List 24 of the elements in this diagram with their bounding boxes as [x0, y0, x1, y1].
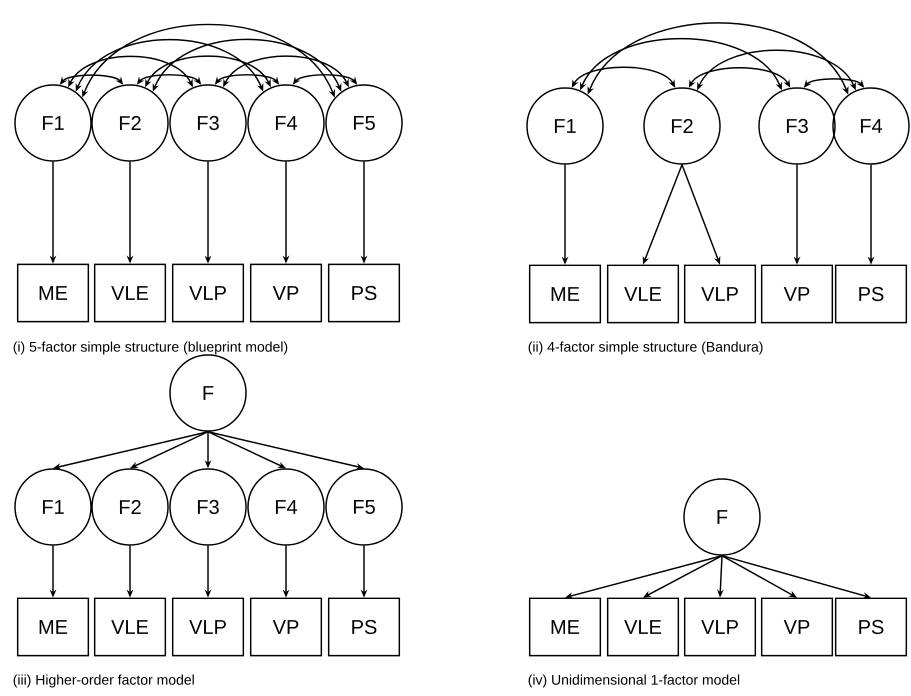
- indicator-box: VLE: [606, 598, 680, 656]
- indicator-box: VLP: [684, 264, 756, 324]
- indicator-box: PS: [328, 264, 400, 322]
- indicator-box: VP: [250, 264, 322, 322]
- caption-text: (iii) Higher-order factor model: [14, 674, 194, 688]
- indicator-box: VLE: [94, 264, 166, 322]
- indicator-box: ME: [528, 264, 602, 324]
- indicator-box: VLE: [94, 598, 166, 656]
- indicator-box: VP: [760, 264, 834, 324]
- indicator-box: PS: [834, 598, 908, 656]
- caption-text: (iv) Unidimensional 1-factor model: [528, 674, 740, 688]
- indicator-box: VP: [760, 598, 834, 656]
- indicator-box: ME: [16, 264, 90, 322]
- indicator-box: VLP: [172, 598, 244, 656]
- indicator-box: PS: [328, 598, 400, 656]
- caption-text: (ii) 4-factor simple structure (Bandura): [528, 341, 763, 355]
- indicator-box: ME: [16, 598, 90, 656]
- indicator-box: VLE: [606, 264, 680, 324]
- indicator-box: PS: [834, 264, 908, 324]
- indicator-box: VLP: [684, 598, 756, 656]
- indicator-box: VLP: [172, 264, 244, 322]
- caption-text: (i) 5-factor simple structure (blueprint model): [14, 341, 288, 355]
- indicator-box: VP: [250, 598, 322, 656]
- indicator-box: ME: [528, 598, 602, 656]
